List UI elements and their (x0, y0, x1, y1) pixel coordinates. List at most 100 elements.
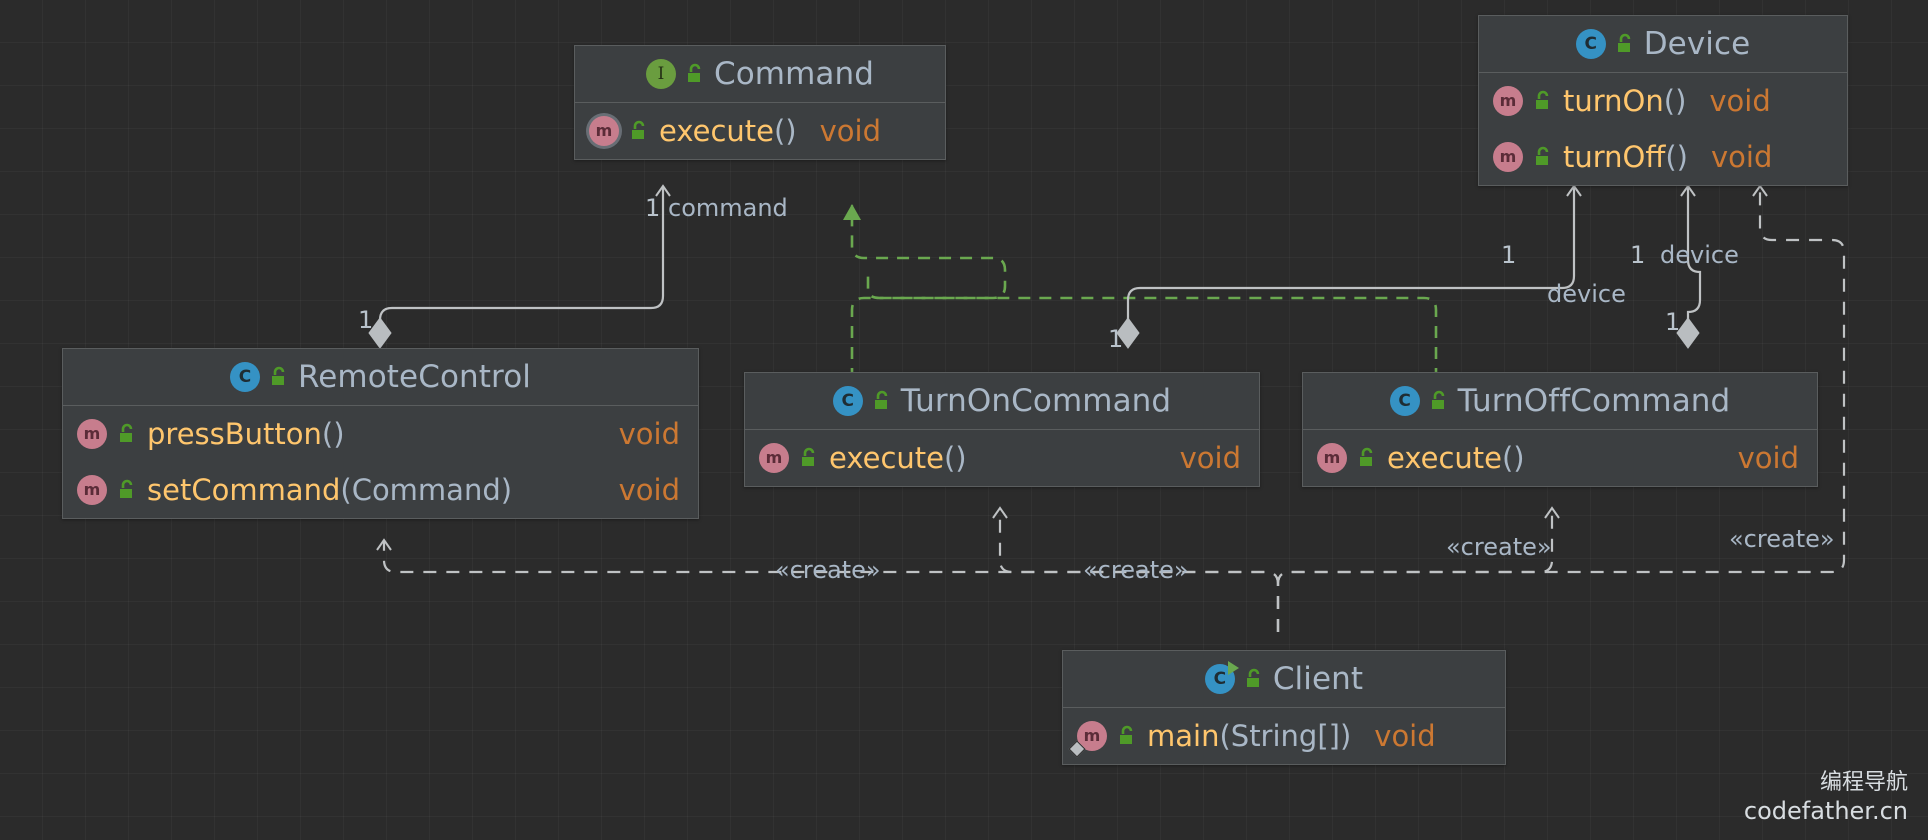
class-header-remotecontrol: C RemoteControl (63, 349, 698, 406)
label-create-turnoffcommand: «create» (1446, 533, 1552, 561)
method-name: turnOff (1563, 139, 1666, 174)
label-create-remotecontrol: «create» (775, 556, 881, 584)
edge-remotecontrol-command (368, 184, 671, 349)
unlocked-public-icon (1532, 145, 1554, 169)
method-name: main (1147, 718, 1220, 753)
method-params: (String[]) (1219, 718, 1352, 753)
unlocked-public-icon (871, 389, 893, 413)
class-node-turnoffcommand[interactable]: C TurnOffCommand m execute() void (1302, 372, 1818, 487)
method-icon: m (1493, 86, 1523, 116)
method-name: execute (659, 113, 774, 148)
method-name: execute (1387, 440, 1502, 475)
class-icon: C (230, 362, 261, 392)
method-return-type: void (1709, 84, 1771, 118)
class-node-command[interactable]: I Command m execute() void (574, 45, 946, 160)
class-name-client: Client (1272, 660, 1364, 697)
method-return-type: void (1374, 719, 1436, 753)
edge-turnoffcommand-realizes-command (866, 272, 1438, 380)
label-turnoff-device-multiplicity-bottom: 1 (1665, 308, 1681, 336)
method-return-type: void (1737, 441, 1799, 475)
edge-client-creates-remotecontrol (376, 538, 1280, 632)
class-icon: C (1389, 386, 1420, 416)
class-members-turnoffcommand: m execute() void (1303, 430, 1817, 486)
class-name-remotecontrol: RemoteControl (298, 358, 531, 395)
method-return-type: void (1179, 441, 1241, 475)
class-name-turnoncommand: TurnOnCommand (900, 382, 1172, 419)
label-create-device: «create» (1729, 525, 1835, 553)
member-row[interactable]: m execute() void (1303, 430, 1817, 486)
runnable-class-icon: C (1204, 661, 1239, 694)
label-turnoff-device-multiplicity-top: 1 (1630, 241, 1646, 269)
class-header-turnoncommand: C TurnOnCommand (745, 373, 1259, 430)
class-node-turnoncommand[interactable]: C TurnOnCommand m execute() void (744, 372, 1260, 487)
method-params: (Command) (340, 472, 513, 507)
member-row[interactable]: m setCommand(Command) void (63, 462, 698, 518)
class-node-client[interactable]: C Client m main(String[]) void (1062, 650, 1506, 765)
class-node-remotecontrol[interactable]: C RemoteControl m pressButton() void m (62, 348, 699, 519)
unlocked-public-icon (628, 119, 650, 143)
label-turnon-multiplicity: 1 (1108, 325, 1124, 353)
unlocked-public-icon (116, 422, 138, 446)
unlocked-public-icon (1614, 32, 1636, 56)
edge-turnoncommand-realizes-command (843, 204, 1007, 380)
class-node-device[interactable]: C Device m turnOn() void m (1478, 15, 1848, 186)
member-row[interactable]: m turnOff() void (1479, 129, 1847, 185)
unlocked-public-icon (268, 365, 290, 389)
method-params: () (321, 416, 345, 451)
method-name: turnOn (1563, 83, 1664, 118)
unlocked-public-icon (1356, 446, 1378, 470)
member-row[interactable]: m turnOn() void (1479, 73, 1847, 129)
method-icon: m (77, 419, 107, 449)
class-members-client: m main(String[]) void (1063, 708, 1505, 764)
class-header-turnoffcommand: C TurnOffCommand (1303, 373, 1817, 430)
label-turnon-device-role: device (1547, 280, 1626, 308)
run-triangle-icon (1227, 661, 1239, 675)
label-command-multiplicity: 1 (645, 194, 661, 222)
class-icon: C (1575, 29, 1606, 59)
abstract-method-icon: m (589, 116, 619, 146)
class-header-command: I Command (575, 46, 945, 103)
edge-client-creates-turnoncommand (992, 506, 1280, 632)
member-row[interactable]: m execute() void (745, 430, 1259, 486)
method-name: setCommand (147, 472, 341, 507)
method-return-type: void (819, 114, 881, 148)
interface-icon: I (645, 59, 676, 89)
unlocked-public-icon (798, 446, 820, 470)
edge-turnoffcommand-device (1676, 184, 1702, 349)
watermark: 编程导航 codefather.cn (1744, 770, 1908, 826)
unlocked-public-icon (116, 478, 138, 502)
member-row[interactable]: m pressButton() void (63, 406, 698, 462)
class-name-command: Command (713, 55, 875, 92)
method-icon: m (759, 443, 789, 473)
unlocked-public-icon (1428, 389, 1450, 413)
method-params: () (773, 113, 797, 148)
edge-client-creates-turnoffcommand (1276, 506, 1560, 632)
class-members-command: m execute() void (575, 103, 945, 159)
unlocked-public-icon (1116, 724, 1138, 748)
class-members-device: m turnOn() void m turnOff() void (1479, 73, 1847, 185)
method-params: () (943, 440, 967, 475)
method-return-type: void (618, 417, 680, 451)
class-members-remotecontrol: m pressButton() void m setCommand(Comman… (63, 406, 698, 518)
unlocked-public-icon (684, 62, 706, 86)
class-name-turnoffcommand: TurnOffCommand (1457, 382, 1731, 419)
member-row[interactable]: m main(String[]) void (1063, 708, 1505, 764)
class-name-device: Device (1643, 25, 1751, 62)
unlocked-public-icon (1532, 89, 1554, 113)
method-name: pressButton (147, 416, 322, 451)
static-method-icon: m (1068, 721, 1107, 758)
method-icon: m (1493, 142, 1523, 172)
watermark-url: codefather.cn (1743, 796, 1908, 825)
label-create-turnoncommand: «create» (1083, 556, 1189, 584)
label-turnoff-device-role: device (1660, 241, 1739, 269)
method-params: () (1665, 139, 1688, 174)
label-remotecontrol-multiplicity: 1 (358, 306, 374, 334)
watermark-brand-cn: 编程导航 (1819, 769, 1908, 795)
class-header-device: C Device (1479, 16, 1847, 73)
method-icon: m (1317, 443, 1347, 473)
member-row[interactable]: m execute() void (575, 103, 945, 159)
class-header-client: C Client (1063, 651, 1505, 708)
class-members-turnoncommand: m execute() void (745, 430, 1259, 486)
class-icon: C (832, 386, 863, 416)
